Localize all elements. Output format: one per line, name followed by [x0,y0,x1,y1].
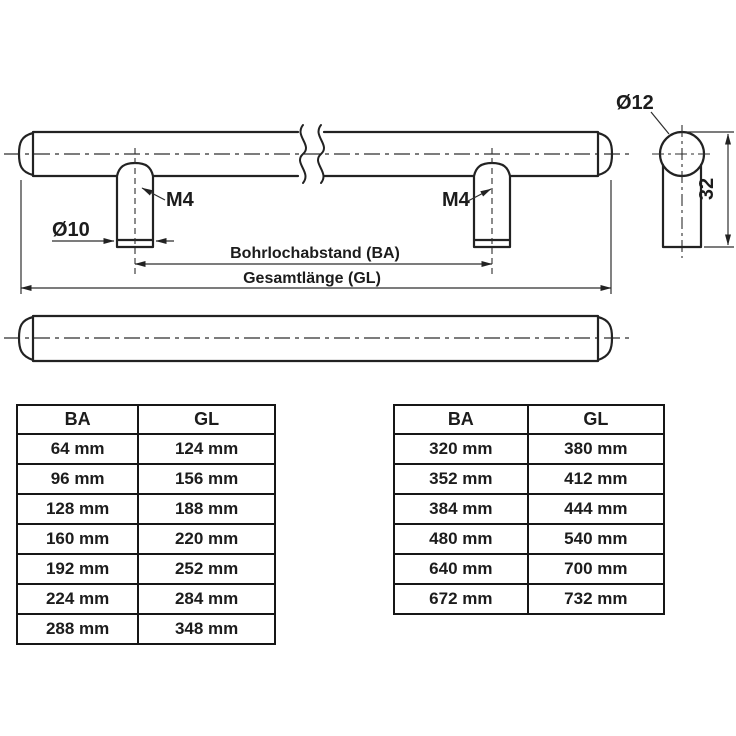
table-row: 352 mm 412 mm [393,463,666,495]
table-cell: 64 mm [15,433,140,465]
table-cell: 128 mm [15,493,140,525]
table-row: 160 mm 220 mm [15,523,276,555]
table-cell: 352 mm [393,463,529,495]
column-header-ba: BA [15,404,140,435]
table-cell: 192 mm [15,553,140,585]
table-row: 192 mm 252 mm [15,553,276,585]
table-row: 96 mm 156 mm [15,463,276,495]
table-cell: 288 mm [15,613,140,645]
thread-label-right: M4 [442,189,471,211]
table-header-row: BA GL [393,404,666,435]
table-cell: 412 mm [526,463,666,495]
table-cell: 156 mm [137,463,276,495]
post-diameter-label: Ø10 [52,219,90,241]
table-row: 64 mm 124 mm [15,433,276,465]
table-cell: 188 mm [137,493,276,525]
gl-extension-lines [20,180,612,294]
table-cell: 732 mm [526,583,666,615]
bar-diameter-label: Ø12 [616,92,654,114]
table-cell: 124 mm [137,433,276,465]
hole-spacing-label: Bohrlochabstand (BA) [230,245,400,262]
table-row: 480 mm 540 mm [393,523,666,555]
handle-plain-view [4,314,632,363]
handle-front-view: M4 M4 Ø10 Bohrlochabstand (BA) Gesamtlän… [4,124,632,294]
table-cell: 444 mm [526,493,666,525]
table-cell: 640 mm [393,553,529,585]
table-cell: 320 mm [393,433,529,465]
handle-bar-outline [31,130,600,178]
handle-side-view: Ø12 32 [616,92,734,258]
size-table-small: BA GL 64 mm 124 mm 96 mm 156 mm 128 mm 1… [15,404,276,645]
table-cell: 384 mm [393,493,529,525]
thread-label-left: M4 [166,189,195,211]
break-lines [299,124,325,184]
table-cell: 700 mm [526,553,666,585]
bar-diameter-leader [650,111,670,135]
table-row: 384 mm 444 mm [393,493,666,525]
table-row: 128 mm 188 mm [15,493,276,525]
height-extension-lines [686,131,734,248]
side-post [661,163,703,249]
mounting-post-left [115,148,155,276]
table-cell: 224 mm [15,583,140,615]
height-label: 32 [696,178,718,200]
table-cell: 284 mm [137,583,276,615]
table-cell: 380 mm [526,433,666,465]
plain-bar-outline [31,314,600,363]
table-header-row: BA GL [15,404,276,435]
total-length-label: Gesamtlänge (GL) [243,270,381,287]
m4-leader-right [467,188,492,202]
column-header-ba: BA [393,404,529,435]
m4-leader-left [141,187,166,201]
table-cell: 672 mm [393,583,529,615]
table-cell: 540 mm [526,523,666,555]
table-row: 640 mm 700 mm [393,553,666,585]
table-row: 320 mm 380 mm [393,433,666,465]
table-cell: 96 mm [15,463,140,495]
column-header-gl: GL [526,404,666,435]
plain-bar-end-caps [17,315,614,362]
mounting-post-right [472,148,512,276]
table-row: 224 mm 284 mm [15,583,276,615]
bar-end-caps [17,131,614,177]
table-row: 672 mm 732 mm [393,583,666,615]
table-cell: 160 mm [15,523,140,555]
table-cell: 480 mm [393,523,529,555]
table-cell: 252 mm [137,553,276,585]
table-cell: 348 mm [137,613,276,645]
column-header-gl: GL [137,404,276,435]
table-row: 288 mm 348 mm [15,613,276,645]
table-cell: 220 mm [137,523,276,555]
size-table-large: BA GL 320 mm 380 mm 352 mm 412 mm 384 mm… [393,404,666,615]
